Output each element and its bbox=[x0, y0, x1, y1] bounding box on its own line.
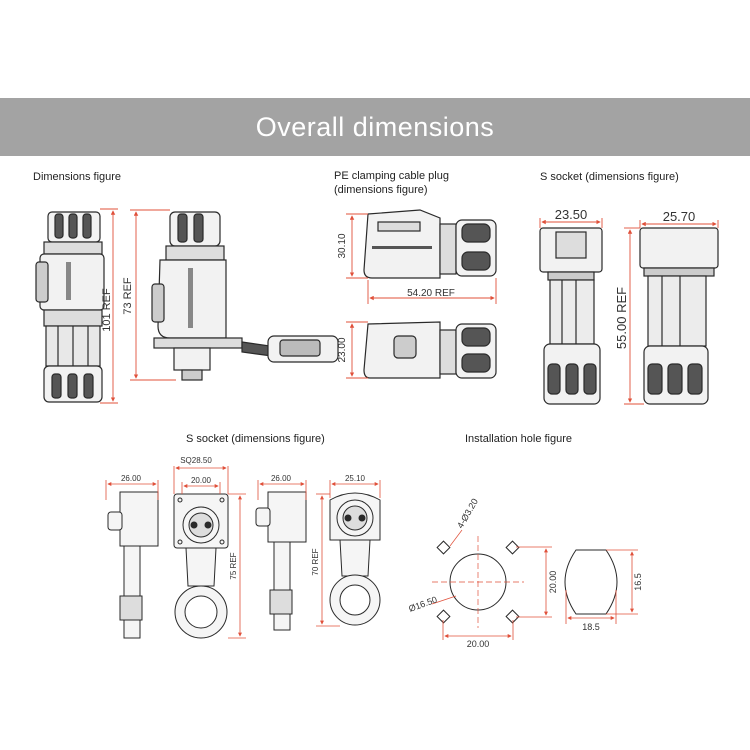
dim-b26-00a: 26.00 bbox=[121, 474, 142, 483]
dim-23-00-lines bbox=[346, 321, 368, 379]
dim-h18-5: 18.5 bbox=[582, 622, 600, 632]
dim-30-10: 30.10 bbox=[337, 233, 348, 258]
hole-dim-lines bbox=[442, 546, 552, 640]
dim-73-lines bbox=[130, 209, 176, 381]
caption-installation-hole: Installation hole figure bbox=[465, 433, 573, 445]
dim-h20-00h: 20.00 bbox=[467, 639, 490, 649]
dim-25-70: 25.70 bbox=[663, 209, 696, 224]
d-cut-hole-drawing bbox=[564, 549, 618, 615]
dim-25-70-lines bbox=[624, 220, 719, 405]
dim-23-50-lines bbox=[539, 218, 603, 228]
d-cut-dim-lines bbox=[565, 549, 638, 624]
dim-sq28-lines bbox=[173, 466, 246, 639]
installation-hole-drawing bbox=[431, 529, 524, 628]
dim-h4-3-20: 4-Ø3.20 bbox=[455, 497, 480, 530]
dim-b26-00b: 26.00 bbox=[271, 474, 292, 483]
s-socket-front-drawing bbox=[539, 227, 603, 405]
dim-73-ref: 73 REF bbox=[122, 277, 134, 315]
page-title: Overall dimensions bbox=[255, 111, 495, 142]
dim-b75-ref: 75 REF bbox=[229, 552, 238, 579]
s-socket-side-view-2 bbox=[255, 491, 307, 631]
s-socket-side-drawing bbox=[639, 227, 719, 405]
pe-plug-side-drawing bbox=[363, 209, 497, 279]
dim-b70-ref: 70 REF bbox=[311, 548, 320, 575]
dim-sq28-50: SQ28.50 bbox=[180, 456, 212, 465]
s-socket-front-view-1 bbox=[173, 493, 229, 639]
s-socket-front-view-2 bbox=[329, 492, 381, 626]
caption-s-socket-bottom: S socket (dimensions figure) bbox=[186, 433, 325, 445]
caption-pe-plug-1: PE clamping cable plug bbox=[334, 170, 449, 182]
dim-23-00: 23.00 bbox=[337, 337, 348, 362]
straight-connector-drawing bbox=[35, 211, 105, 403]
caption-pe-plug-2: (dimensions figure) bbox=[334, 184, 428, 196]
dim-101-lines bbox=[100, 208, 118, 404]
title-banner: Overall dimensions bbox=[0, 98, 750, 156]
dim-h16-50: Ø16.50 bbox=[407, 594, 438, 613]
s-socket-side-view-1 bbox=[107, 491, 159, 639]
pe-plug-bottom-drawing bbox=[363, 321, 497, 379]
caption-dimensions-figure: Dimensions figure bbox=[33, 171, 122, 183]
dim-h20-00v: 20.00 bbox=[548, 571, 558, 594]
dim-54-20-ref: 54.20 REF bbox=[407, 288, 455, 299]
dim-b20-00: 20.00 bbox=[191, 476, 212, 485]
angled-connector-drawing bbox=[151, 211, 339, 381]
dim-101-ref: 101 REF bbox=[101, 288, 113, 332]
dim-b25-10: 25.10 bbox=[345, 474, 366, 483]
caption-s-socket-top: S socket (dimensions figure) bbox=[540, 171, 679, 183]
dim-h16-5: 16.5 bbox=[633, 573, 643, 591]
dim-30-10-lines bbox=[346, 213, 497, 304]
dim-55-00-ref: 55.00 REF bbox=[614, 287, 629, 349]
dim-b26-00b-lines bbox=[257, 480, 307, 500]
dim-b26-00a-lines bbox=[105, 480, 159, 500]
dim-23-50: 23.50 bbox=[555, 207, 588, 222]
dim-b25-10-lines bbox=[316, 480, 381, 627]
